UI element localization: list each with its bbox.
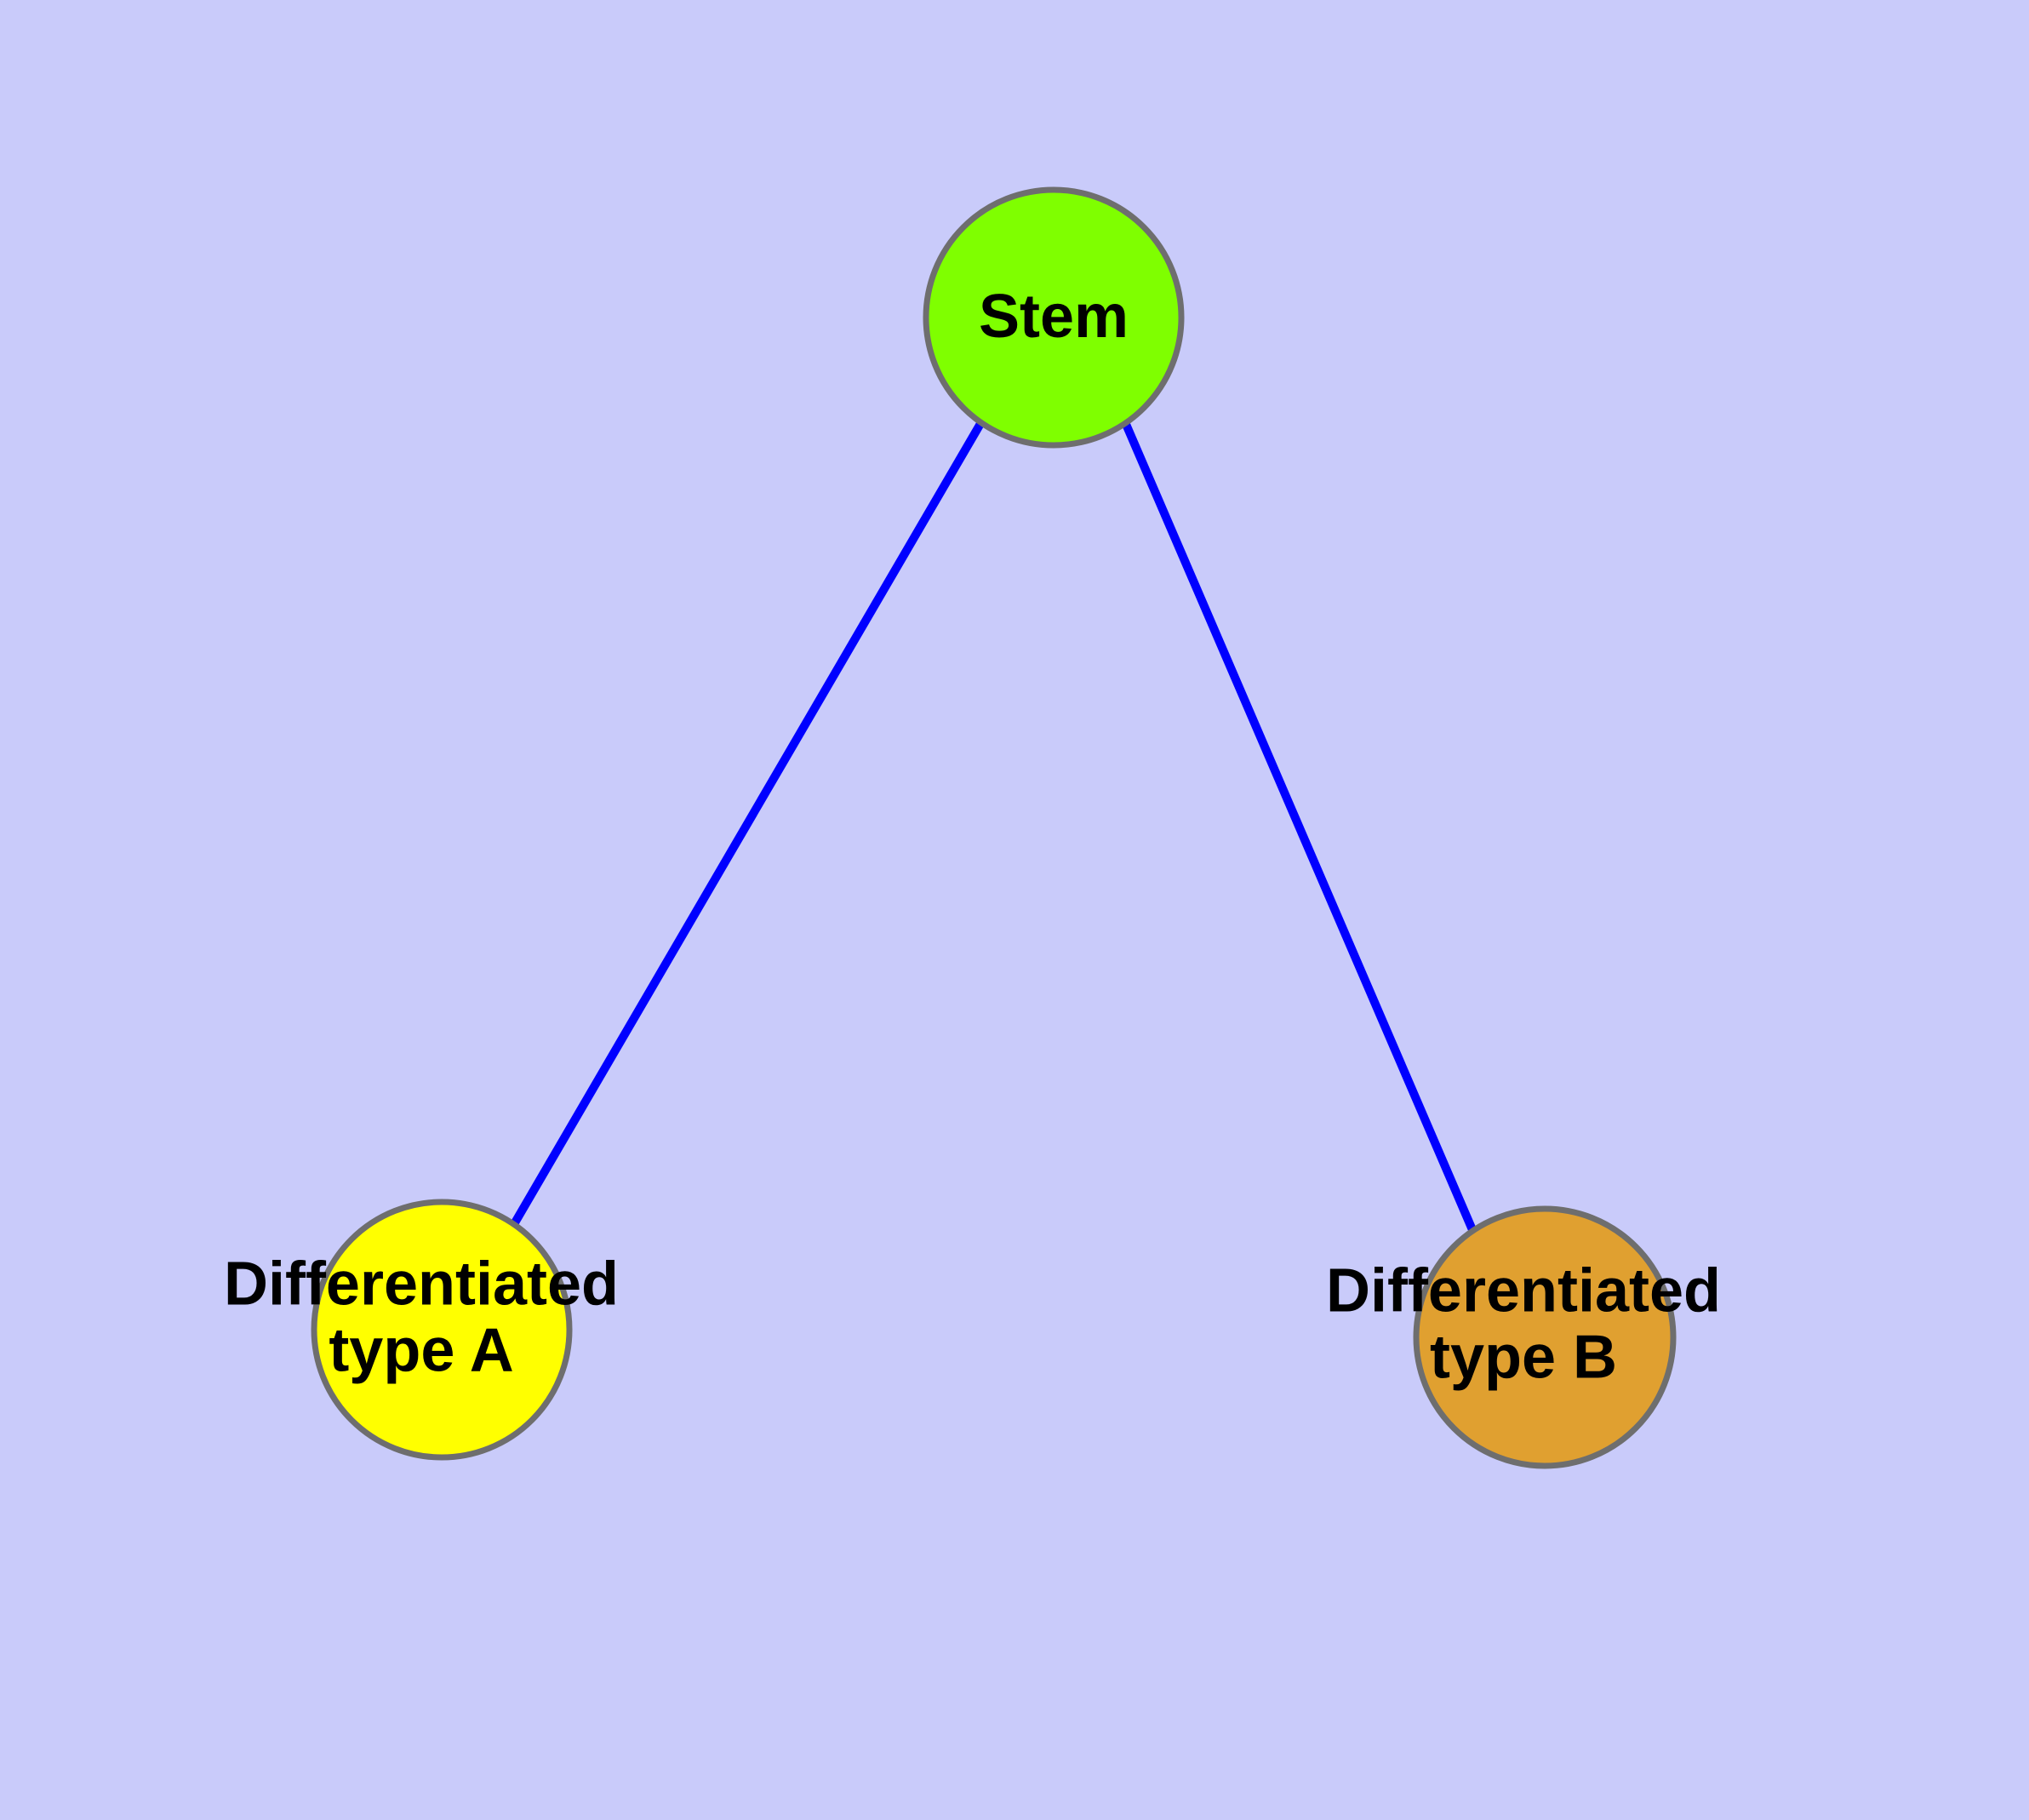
edge-stem-to-diff-a (510, 420, 986, 1227)
node-diff-b[interactable] (1413, 1205, 1677, 1469)
edge-stem-to-diff-b (1121, 421, 1477, 1233)
edges-group (510, 420, 1477, 1233)
node-stem[interactable] (923, 186, 1185, 449)
nodes-group (311, 186, 1677, 1469)
node-diff-a[interactable] (311, 1199, 573, 1461)
